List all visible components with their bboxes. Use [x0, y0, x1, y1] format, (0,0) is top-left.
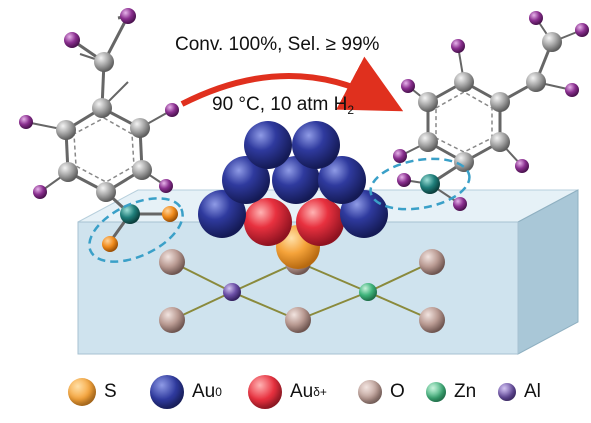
reaction-conditions-label: 90 °C, 10 atm H2 [212, 94, 354, 117]
nitrogen-atom [120, 204, 140, 224]
amine-molecule [369, 11, 589, 211]
au0-atom [318, 156, 366, 204]
legend-label: O [390, 381, 405, 402]
adsorbed-oxygen [162, 206, 178, 222]
zinc-atom [359, 283, 377, 301]
conditions-text: 90 °C, 10 atm H [212, 94, 348, 115]
legend-item-zn: Zn [426, 372, 476, 412]
sulfur-swatch-icon [68, 378, 96, 406]
legend-item-o: O [358, 372, 405, 412]
oxygen-atom [419, 249, 445, 275]
amine-group-highlight [369, 157, 471, 211]
oxygen-atom [159, 249, 185, 275]
conversion-selectivity-label: Conv. 100%, Sel. ≥ 99% [175, 34, 380, 55]
zinc-swatch-icon [426, 382, 446, 402]
legend-label: Au [290, 381, 314, 402]
conditions-subscript: 2 [347, 103, 355, 117]
au0-atom [292, 121, 340, 169]
oxygen-atom [159, 307, 185, 333]
au0-swatch-icon [150, 375, 184, 409]
au0-atom [272, 156, 320, 204]
oxygen-atom [419, 307, 445, 333]
adsorbed-oxygen [102, 236, 118, 252]
legend-label: S [104, 381, 117, 402]
legend-label: Au [192, 381, 216, 402]
aluminum-swatch-icon [498, 383, 516, 401]
legend-sup: 0 [215, 385, 222, 399]
nitrogen-atom [420, 174, 440, 194]
oxygen-atom [285, 307, 311, 333]
legend-item-s: S [68, 372, 117, 412]
aluminum-atom [223, 283, 241, 301]
gold-cluster [198, 121, 388, 269]
au0-atom [222, 156, 270, 204]
reaction-arrow [180, 56, 404, 112]
au0-atom [244, 121, 292, 169]
oxygen-swatch-icon [358, 380, 382, 404]
legend-item-al: Al [498, 372, 541, 412]
au-delta-swatch-icon [248, 375, 282, 409]
au-delta-atom [296, 198, 344, 246]
au0-atom [198, 190, 246, 238]
au-delta-atom [244, 198, 292, 246]
legend-label: Zn [454, 381, 477, 402]
legend-sup: δ+ [313, 385, 327, 399]
legend-label: Al [524, 381, 541, 402]
